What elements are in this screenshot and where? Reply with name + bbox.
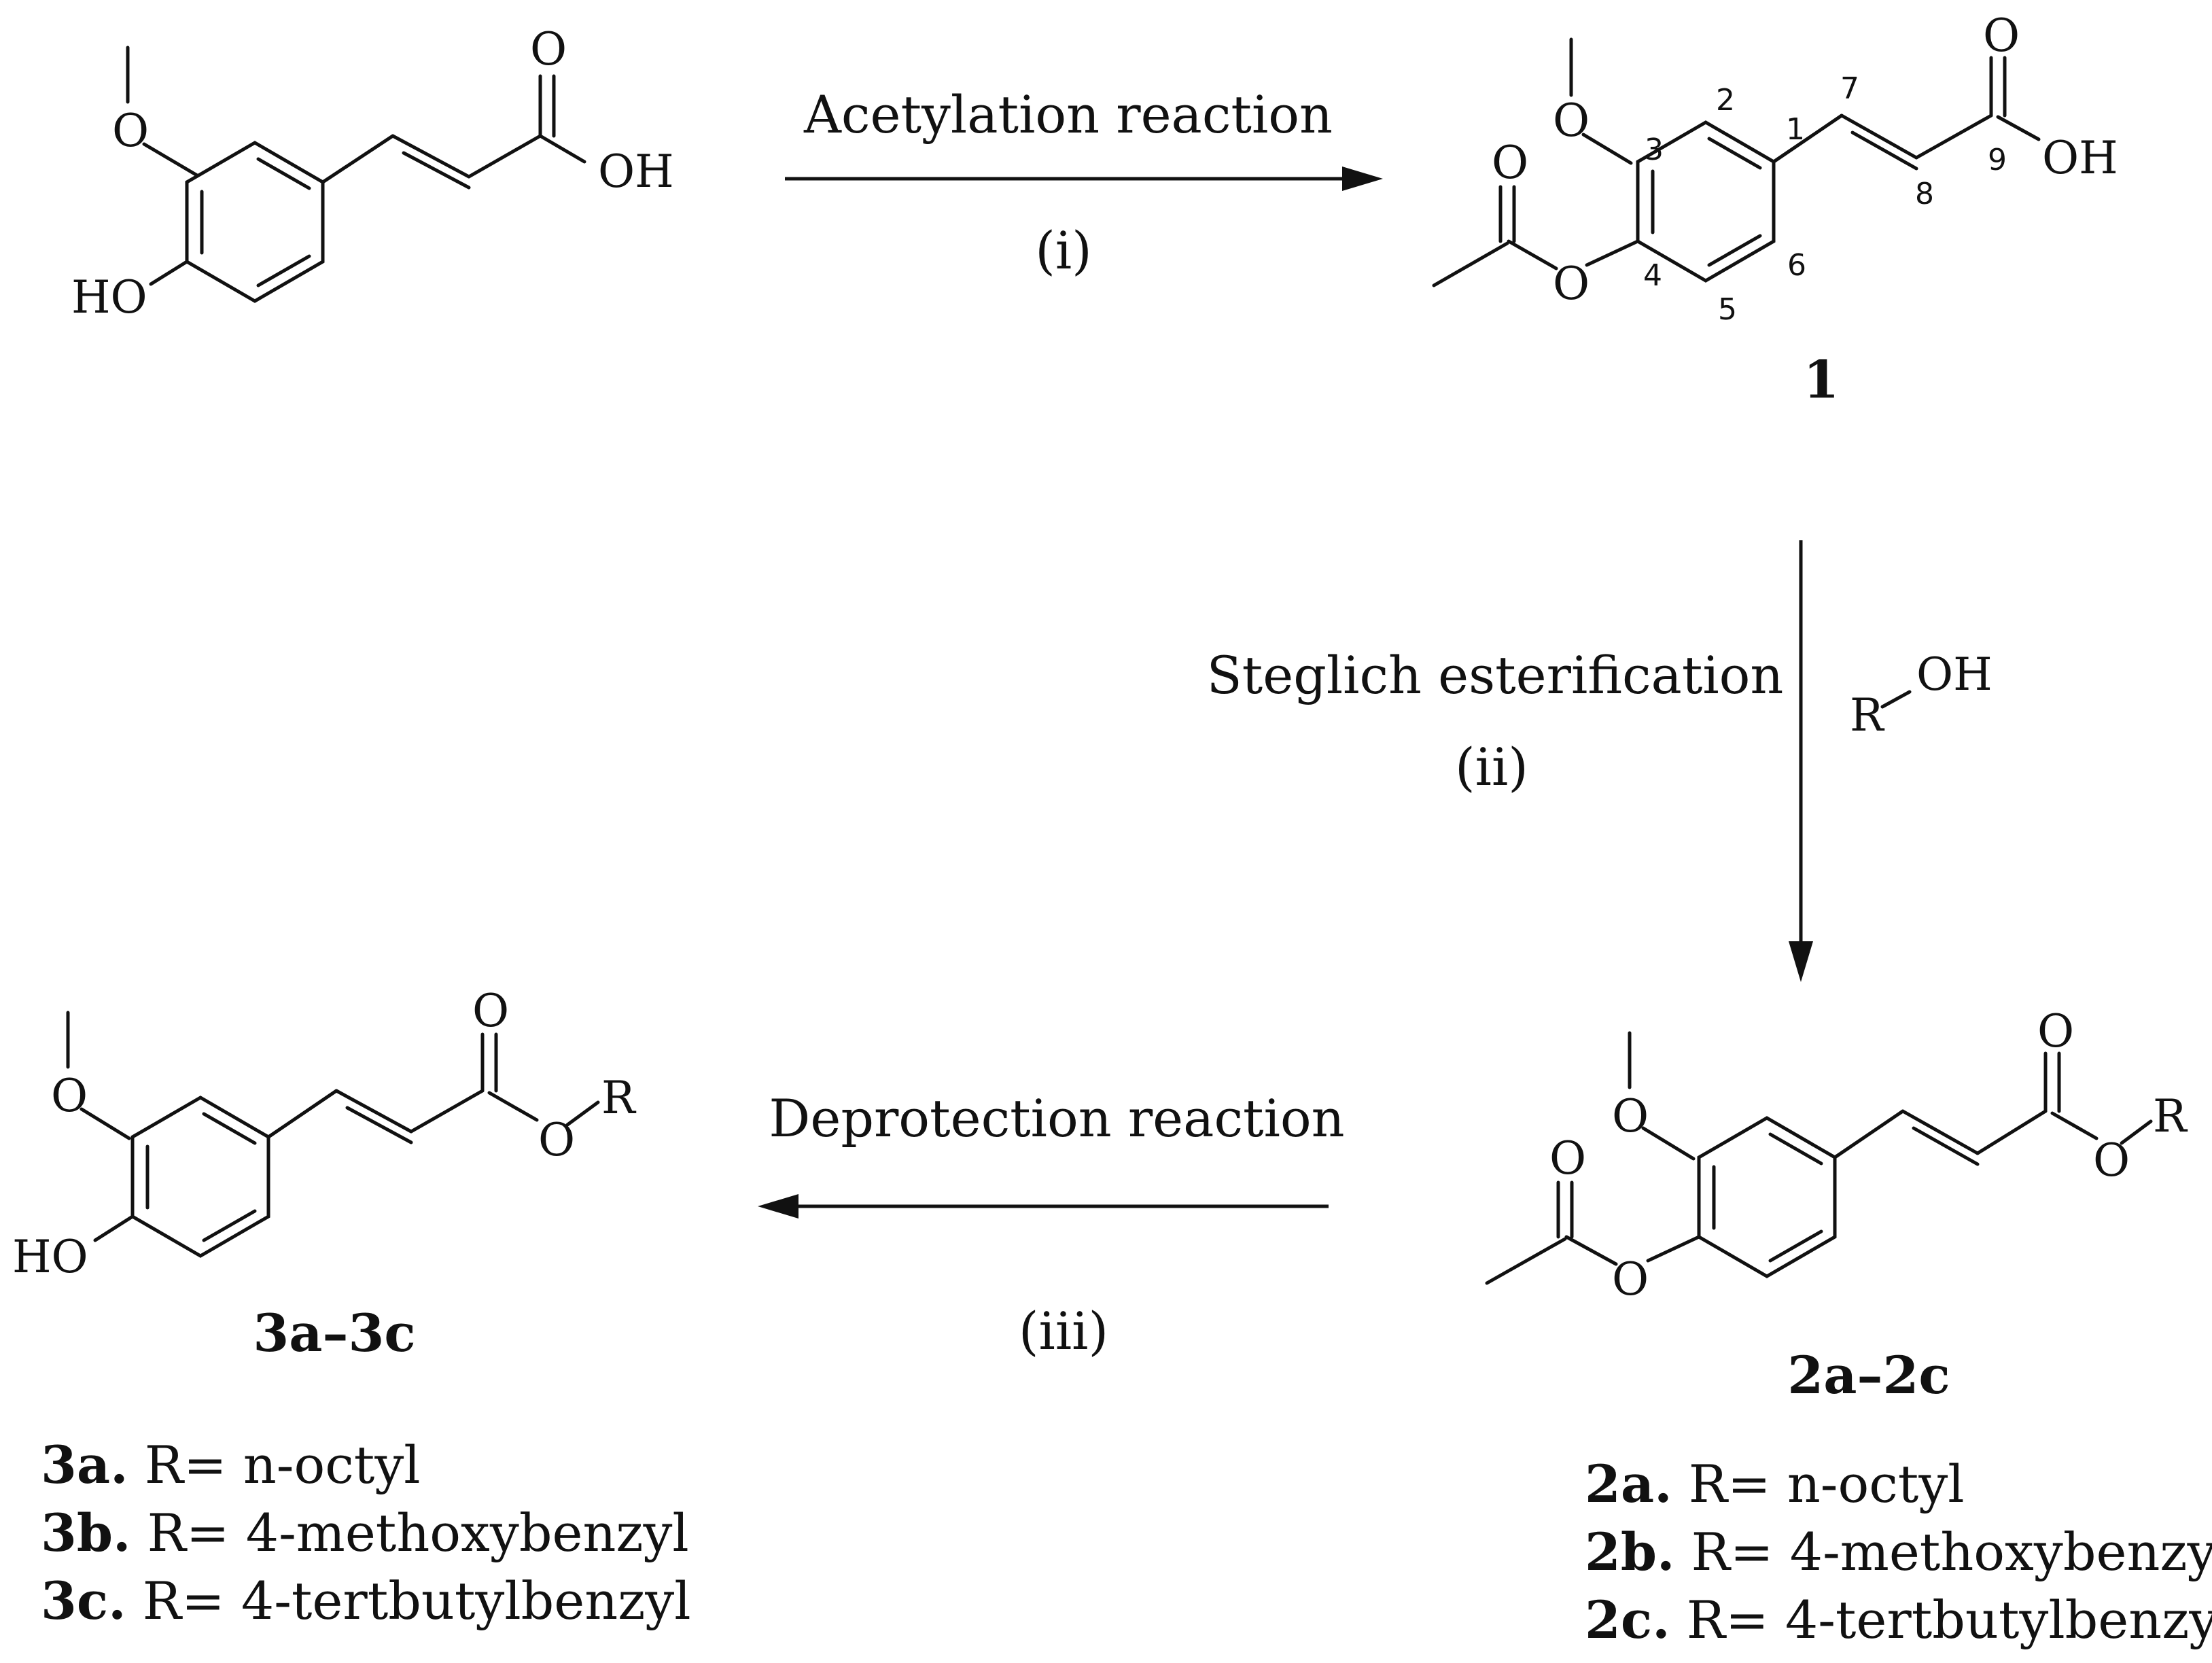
position-8: 8 [1915,177,1934,211]
variant-3a-id: 3a. [41,1435,128,1495]
step-2-label: (ii) [1455,737,1528,797]
reaction-arrow-2 [1789,540,1813,982]
reaction-arrow-3 [758,1194,1329,1219]
variant-2c: 2c. R= 4-tertbutylbenzyl [1585,1590,2212,1650]
variant-3b-id: 3b. [41,1503,130,1563]
reagent-oh: OH [1916,648,1992,701]
variant-2b: 2b. R= 4-methoxybenzyl [1585,1522,2212,1582]
position-4: 4 [1643,258,1662,293]
variant-2a-id: 2a. [1585,1454,1672,1514]
atom-o: O [1492,137,1528,189]
atom-ho: HO [71,271,147,323]
atom-o: O [112,105,149,157]
step-3-name: Deprotection reaction [769,1088,1344,1149]
atom-o: O [472,985,509,1037]
atom-o: O [1612,1253,1649,1306]
variant-3c-id: 3c. [41,1571,126,1631]
position-9: 9 [1988,143,2007,177]
atom-r: R [2153,1090,2188,1142]
variant-2a-text: R= n-octyl [1689,1454,1965,1514]
atom-o: O [1612,1090,1649,1142]
atom-o: O [51,1070,88,1122]
variant-3b-text: R= 4-methoxybenzyl [147,1503,689,1563]
variant-3a: 3a. R= n-octyl [41,1435,421,1495]
atom-o: O [1553,94,1590,147]
step-2-name: Steglich esterification [1207,645,1784,705]
ferulic-acid-structure: O HO O OH [71,23,674,323]
position-3: 3 [1645,133,1664,167]
atom-oh: OH [598,145,674,198]
compound-3-label: 3a–3c [253,1303,415,1363]
atom-r: R [601,1072,637,1124]
compound-3-structure: O HO O O R [12,985,637,1283]
reagent-r: R [1850,689,1885,741]
position-5: 5 [1718,292,1737,327]
variant-3a-text: R= n-octyl [145,1435,421,1495]
variant-3b: 3b. R= 4-methoxybenzyl [41,1503,689,1563]
atom-o: O [2037,1005,2074,1057]
reaction-arrow-1 [785,167,1383,191]
position-6: 6 [1787,248,1806,283]
position-2: 2 [1716,83,1735,118]
compound-2-label: 2a–2c [1787,1345,1950,1405]
variant-2a: 2a. R= n-octyl [1585,1454,1965,1514]
compound-2-variants: 2a. R= n-octyl 2b. R= 4-methoxybenzyl 2c… [1585,1454,2212,1650]
position-7: 7 [1840,71,1859,106]
variant-3c-text: R= 4-tertbutylbenzyl [143,1571,691,1631]
variant-2c-text: R= 4-tertbutylbenzyl [1687,1590,2212,1650]
atom-o: O [1983,10,2020,62]
reagent-alcohol: R OH [1850,648,1992,741]
step-1-name: Acetylation reaction [803,84,1333,145]
atom-ho: HO [12,1231,88,1283]
variant-2c-id: 2c. [1585,1590,1670,1650]
step-1-label: (i) [1035,220,1092,281]
atom-o: O [1553,258,1590,310]
variant-2b-text: R= 4-methoxybenzyl [1691,1522,2212,1582]
atom-o: O [1549,1132,1586,1185]
variant-2b-id: 2b. [1585,1522,1674,1582]
compound-1-structure: O 1 2 3 4 5 6 O O O OH 7 8 9 [1432,10,2118,327]
atom-o: O [530,23,567,75]
atom-oh: OH [2042,132,2118,184]
compound-2-structure: O O O O O R [1485,1005,2188,1306]
step-3-label: (iii) [1019,1301,1108,1361]
compound-1-label: 1 [1804,349,1840,410]
variant-3c: 3c. R= 4-tertbutylbenzyl [41,1571,691,1631]
compound-3-variants: 3a. R= n-octyl 3b. R= 4-methoxybenzyl 3c… [41,1435,691,1631]
